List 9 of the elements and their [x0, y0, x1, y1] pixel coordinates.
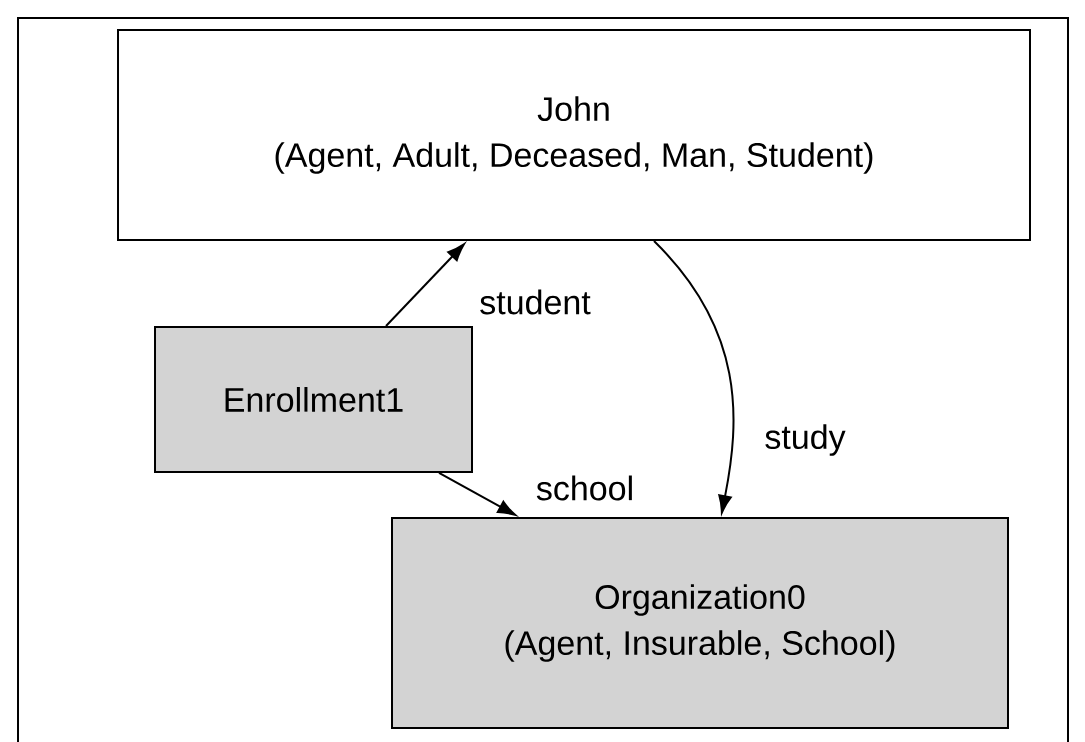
arrow — [438, 472, 517, 516]
edge-label: study — [762, 422, 848, 458]
edge-label: school — [533, 473, 637, 503]
node-box: Organization0 (Agent, Insurable, School) — [391, 517, 1009, 729]
node-box: John (Agent, Adult, Deceased, Man, Student) — [117, 29, 1031, 241]
arrow — [385, 243, 465, 327]
node-box: Enrollment1 — [154, 326, 473, 473]
arrow — [653, 240, 735, 514]
edge-label: student — [477, 287, 593, 317]
